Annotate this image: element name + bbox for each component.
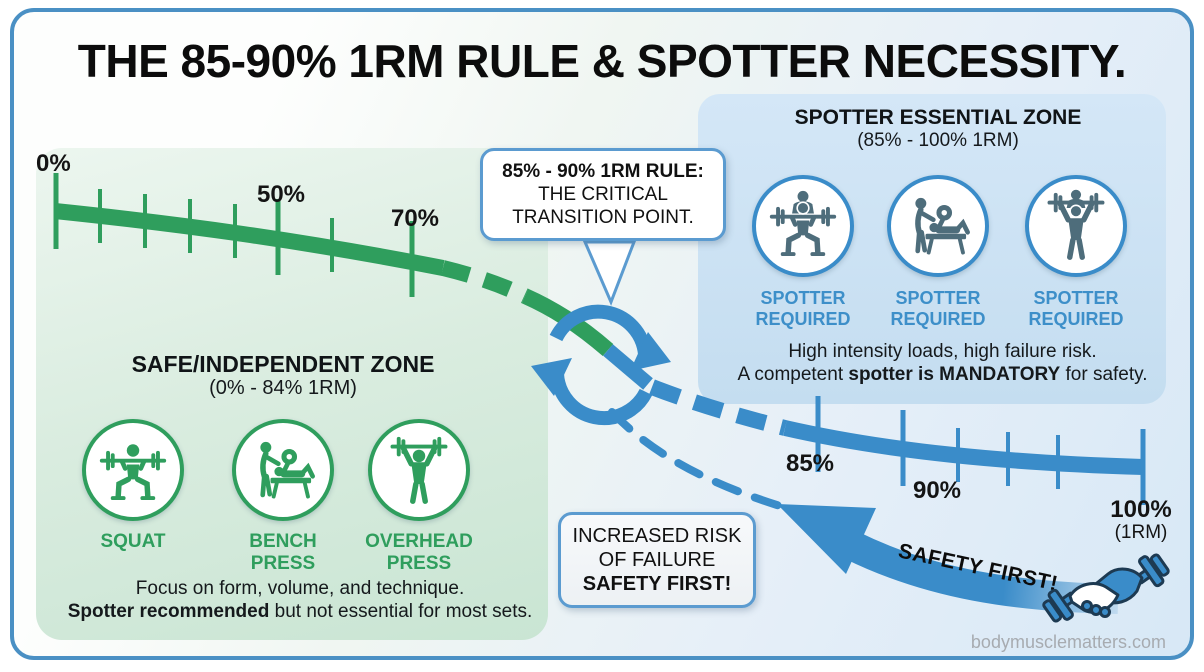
spotter-overhead-press-icon bbox=[1047, 189, 1105, 260]
transition-callout-line2: THE CRITICAL bbox=[538, 184, 668, 205]
overhead-press-label-line2: PRESS bbox=[386, 553, 452, 574]
safe-zone-heading: SAFE/INDEPENDENT ZONE bbox=[131, 351, 435, 377]
blue-bar-solid bbox=[783, 420, 1144, 475]
spotter-required-1-line1: SPOTTER bbox=[760, 288, 846, 308]
safety-arrowhead bbox=[777, 504, 876, 574]
safe-zone-note-line1: Focus on form, volume, and technique. bbox=[135, 578, 465, 599]
safe-zone-panel bbox=[36, 148, 548, 640]
blue-major-ticks bbox=[815, 396, 1146, 505]
spotter-required-3-line2: REQUIRED bbox=[1028, 309, 1124, 329]
spotter-required-label-3: SPOTTER REQUIRED bbox=[1011, 288, 1141, 330]
overhead-press-badge bbox=[368, 419, 470, 521]
speech-bubble-pointer bbox=[582, 240, 637, 306]
failure-risk-dashed-curve bbox=[608, 408, 784, 510]
tick-label-90: 90% bbox=[912, 477, 962, 504]
green-minor-ticks bbox=[98, 189, 334, 272]
handshake-finger-1 bbox=[1081, 600, 1093, 612]
cycle-arrowhead-left bbox=[531, 358, 572, 396]
blue-transition-tail bbox=[603, 344, 653, 390]
squat-badge bbox=[82, 419, 184, 521]
green-bar-solid bbox=[54, 203, 445, 276]
spotter-squat-badge bbox=[752, 175, 854, 277]
tick-label-100: 100% bbox=[1110, 496, 1172, 523]
safe-zone-note-bold: Spotter recommended bbox=[67, 601, 270, 622]
safe-zone-note-rest: but not essential for most sets. bbox=[269, 601, 533, 622]
handshake-finger-3 bbox=[1099, 606, 1111, 618]
squat-label-line1: SQUAT bbox=[100, 531, 166, 552]
tick-label-0: 0% bbox=[36, 150, 71, 177]
squat-label: SQUAT bbox=[63, 531, 203, 553]
safe-zone-note: Focus on form, volume, and technique. Sp… bbox=[60, 577, 540, 623]
blue-intensity-bar bbox=[603, 344, 1146, 510]
spotter-note-post: for safety. bbox=[1060, 364, 1148, 385]
spotter-required-label-1: SPOTTER REQUIRED bbox=[738, 288, 868, 330]
blue-bar-dashed bbox=[649, 379, 787, 436]
tick-label-1rm: (1RM) bbox=[1114, 522, 1168, 543]
bench-press-icon bbox=[260, 441, 315, 499]
spotter-required-1-line2: REQUIRED bbox=[755, 309, 851, 329]
spotter-required-3-line1: SPOTTER bbox=[1033, 288, 1119, 308]
spotter-overhead-press-badge bbox=[1025, 175, 1127, 277]
bench-press-label-line2: PRESS bbox=[250, 553, 316, 574]
cycle-arc-top bbox=[549, 304, 652, 355]
tick-label-50: 50% bbox=[256, 181, 306, 208]
handshake-left-plates bbox=[1042, 588, 1077, 623]
risk-callout-line3: SAFETY FIRST! bbox=[582, 573, 732, 595]
dumbbell-handshake-icon bbox=[1042, 553, 1170, 623]
cycle-arrowhead-right bbox=[630, 332, 671, 371]
transition-callout-line3: TRANSITION POINT. bbox=[512, 207, 694, 228]
tick-label-70: 70% bbox=[390, 205, 440, 232]
spotter-zone-note-line2: A competent spotter is MANDATORY for saf… bbox=[715, 363, 1170, 386]
overhead-press-label-line1: OVERHEAD bbox=[365, 531, 473, 552]
risk-callout-line2: OF FAILURE bbox=[598, 549, 716, 571]
spotter-zone-heading: SPOTTER ESSENTIAL ZONE bbox=[794, 106, 1082, 129]
blue-minor-ticks bbox=[956, 428, 1060, 489]
cycle-arc-bottom bbox=[550, 373, 653, 426]
bench-press-label: BENCH PRESS bbox=[213, 531, 353, 575]
spotter-zone-note-line1: High intensity loads, high failure risk. bbox=[788, 341, 1097, 362]
risk-callout-line1: INCREASED RISK bbox=[572, 525, 742, 547]
transition-callout: 85% - 90% 1RM RULE: THE CRITICAL TRANSIT… bbox=[480, 148, 726, 241]
overhead-press-label: OVERHEAD PRESS bbox=[349, 531, 489, 575]
spotter-bench-press-icon bbox=[915, 197, 970, 255]
spotter-required-label-2: SPOTTER REQUIRED bbox=[873, 288, 1003, 330]
bench-press-badge bbox=[232, 419, 334, 521]
overhead-press-icon bbox=[390, 436, 448, 504]
safe-zone-range: (0% - 84% 1RM) bbox=[209, 377, 357, 399]
page-title: THE 85-90% 1RM RULE & SPOTTER NECESSITY. bbox=[77, 35, 1127, 87]
transition-callout-line1: 85% - 90% 1RM RULE: bbox=[502, 161, 704, 182]
green-major-ticks bbox=[53, 173, 415, 297]
spotter-zone-note: High intensity loads, high failure risk.… bbox=[715, 340, 1170, 386]
footer-website: bodymusclematters.com bbox=[970, 632, 1166, 652]
safe-zone-note-line2: Spotter recommended but not essential fo… bbox=[60, 600, 540, 623]
spotter-bench-press-badge bbox=[887, 175, 989, 277]
spotter-squat-icon bbox=[769, 190, 837, 257]
bench-press-label-line1: BENCH bbox=[249, 531, 317, 552]
spotter-required-2-line1: SPOTTER bbox=[895, 288, 981, 308]
risk-callout: INCREASED RISK OF FAILURE SAFETY FIRST! bbox=[558, 512, 756, 608]
spotter-zone-range: (85% - 100% 1RM) bbox=[857, 130, 1019, 151]
spotter-note-bold: spotter is MANDATORY bbox=[848, 364, 1061, 385]
transition-cycle-icon bbox=[531, 304, 671, 426]
squat-icon bbox=[99, 444, 167, 501]
tick-label-85: 85% bbox=[785, 450, 835, 477]
green-bar-dashed bbox=[441, 260, 529, 304]
handshake-right-plates bbox=[1135, 553, 1170, 588]
spotter-note-pre: A competent bbox=[737, 364, 849, 385]
spotter-required-2-line2: REQUIRED bbox=[890, 309, 986, 329]
